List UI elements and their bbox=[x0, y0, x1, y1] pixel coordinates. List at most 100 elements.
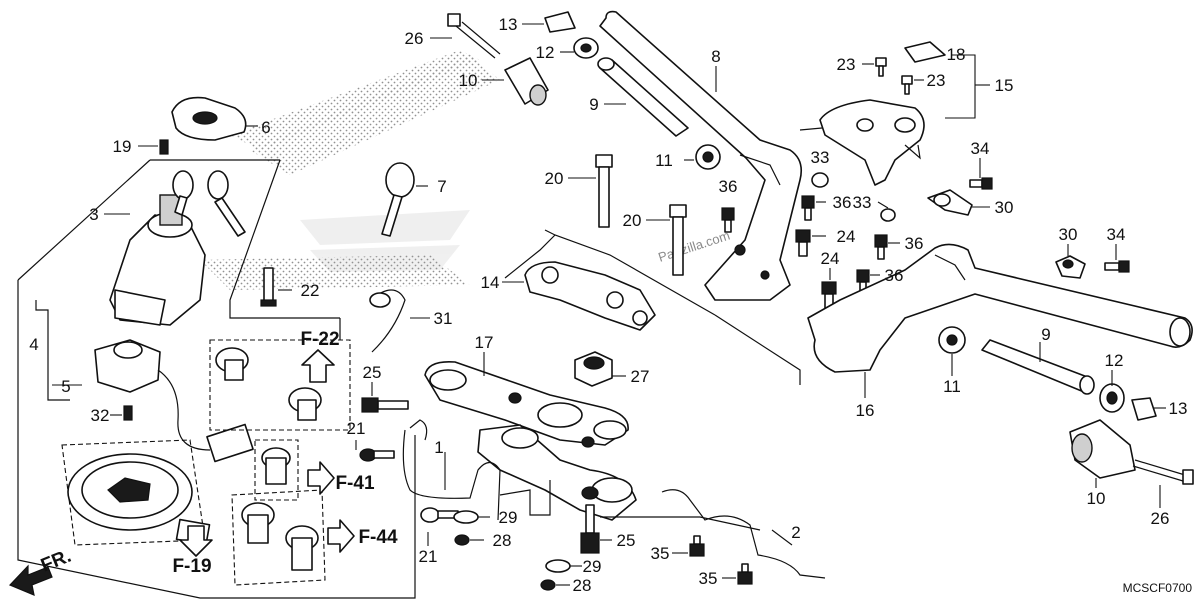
part-11-nut bbox=[684, 144, 721, 170]
part-8-handlebar-left bbox=[599, 10, 803, 301]
part-34-screw-a bbox=[969, 158, 993, 190]
callout-13b: 13 bbox=[1169, 399, 1188, 418]
part-23-screw-a bbox=[862, 57, 887, 77]
part-fuel-cap bbox=[61, 439, 211, 546]
part-28-clip-a bbox=[454, 534, 484, 546]
part-23-screw-b bbox=[901, 75, 924, 95]
part-25-bolt-b bbox=[580, 504, 612, 554]
part-25-bolt-a bbox=[361, 382, 409, 413]
part-36-bolt-a bbox=[721, 207, 735, 233]
ref-arrow-f19 bbox=[179, 525, 213, 557]
part-31-wire-clip bbox=[369, 289, 430, 353]
callout-34a: 34 bbox=[971, 139, 990, 158]
callout-35a: 35 bbox=[651, 544, 670, 563]
callout-14: 14 bbox=[481, 273, 500, 292]
callout-36c: 36 bbox=[905, 234, 924, 253]
part-33-rubber-b bbox=[877, 201, 896, 222]
part-lock-pair-f44 bbox=[231, 489, 326, 586]
part-24-bolt-a bbox=[795, 229, 826, 257]
part-6-cover bbox=[171, 96, 258, 141]
ref-arrow-f22 bbox=[301, 349, 335, 383]
part-12-collar bbox=[560, 37, 599, 59]
callout-30a: 30 bbox=[995, 198, 1014, 217]
callout-5: 5 bbox=[61, 377, 70, 396]
part-7-key bbox=[381, 162, 428, 237]
part-16-handlebar-right bbox=[807, 243, 1193, 398]
callout-12b: 12 bbox=[1105, 351, 1124, 370]
callout-13a: 13 bbox=[499, 15, 518, 34]
callout-35b: 35 bbox=[699, 569, 718, 588]
callout-25b: 25 bbox=[617, 531, 636, 550]
part-22-bolt bbox=[260, 267, 292, 307]
part-10-bar-end-weight-right bbox=[1069, 419, 1136, 488]
reference-f44[interactable]: F-44 bbox=[358, 527, 398, 548]
front-arrow bbox=[8, 564, 53, 596]
callout-7: 7 bbox=[437, 177, 446, 196]
callout-22: 22 bbox=[301, 281, 320, 300]
part-5-switch-harness bbox=[35, 300, 254, 463]
callout-12a: 12 bbox=[536, 43, 555, 62]
part-18-plate bbox=[904, 41, 946, 63]
watermark-text: Partzilla.com bbox=[656, 228, 731, 265]
callout-8: 8 bbox=[711, 47, 720, 66]
ref-arrow-f41 bbox=[307, 461, 335, 495]
callout-24b: 24 bbox=[821, 249, 840, 268]
part-lower-bridge bbox=[477, 424, 637, 521]
callout-16: 16 bbox=[856, 401, 875, 420]
callout-11b: 11 bbox=[943, 377, 961, 396]
callout-19: 19 bbox=[113, 137, 132, 156]
callout-26a: 26 bbox=[405, 29, 424, 48]
callout-18: 18 bbox=[947, 45, 966, 64]
part-1-wire-harness bbox=[402, 419, 551, 521]
part-35-bolt-b bbox=[722, 563, 753, 585]
callout-32: 32 bbox=[91, 406, 110, 425]
callout-23a: 23 bbox=[837, 55, 856, 74]
part-34-screw-b bbox=[1104, 244, 1130, 273]
reference-f41[interactable]: F-41 bbox=[335, 473, 375, 494]
diagram-code: MCSCF0700 bbox=[1123, 581, 1193, 595]
part-20-bolt-b bbox=[646, 204, 687, 276]
part-11-nut-right bbox=[938, 326, 966, 376]
callout-30b: 30 bbox=[1059, 225, 1078, 244]
part-28-clip-b bbox=[540, 579, 570, 591]
lock-set-outline bbox=[17, 159, 416, 599]
callout-33b: 33 bbox=[853, 193, 872, 212]
reference-f19[interactable]: F-19 bbox=[172, 556, 211, 577]
part-36-bolt-b bbox=[801, 195, 826, 221]
callout-1: 1 bbox=[434, 438, 443, 457]
part-19-screw bbox=[138, 139, 169, 155]
callout-33a: 33 bbox=[811, 148, 830, 167]
part-29-washer-a bbox=[453, 510, 490, 524]
part-17-top-bridge bbox=[424, 352, 629, 448]
part-24-bolt-b bbox=[821, 268, 837, 309]
part-keys-on-switch bbox=[172, 170, 246, 237]
callout-17: 17 bbox=[475, 333, 494, 352]
ref-arrow-f44 bbox=[327, 519, 355, 553]
part-12-collar-right bbox=[1099, 370, 1125, 413]
part-14-holder-assembly bbox=[502, 229, 801, 385]
callout-28a: 28 bbox=[493, 531, 512, 550]
part-9-inner-weight-right bbox=[981, 339, 1095, 395]
part-21-screw-b bbox=[420, 507, 459, 546]
front-label: FR. bbox=[38, 546, 74, 577]
part-30-clamp-a bbox=[927, 189, 990, 216]
part-30-clamp-b bbox=[1055, 244, 1086, 279]
callout-21b: 21 bbox=[419, 547, 438, 566]
callout-28b: 28 bbox=[573, 576, 592, 595]
callout-23b: 23 bbox=[927, 71, 946, 90]
reference-f22[interactable]: F-22 bbox=[300, 329, 339, 350]
callout-36d: 36 bbox=[885, 266, 904, 285]
part-13-clip bbox=[522, 11, 576, 33]
part-20-bolt-a bbox=[568, 154, 613, 228]
callout-10b: 10 bbox=[1087, 489, 1106, 508]
callout-36a: 36 bbox=[719, 177, 738, 196]
callout-29b: 29 bbox=[583, 557, 602, 576]
callout-34b: 34 bbox=[1107, 225, 1126, 244]
part-21-screw-a bbox=[355, 440, 395, 462]
callout-10a: 10 bbox=[459, 71, 478, 90]
part-13-clip-right bbox=[1131, 397, 1166, 421]
callout-9b: 9 bbox=[1041, 325, 1050, 344]
part-27-stem-nut bbox=[574, 351, 626, 387]
part-35-bolt-a bbox=[672, 535, 705, 557]
